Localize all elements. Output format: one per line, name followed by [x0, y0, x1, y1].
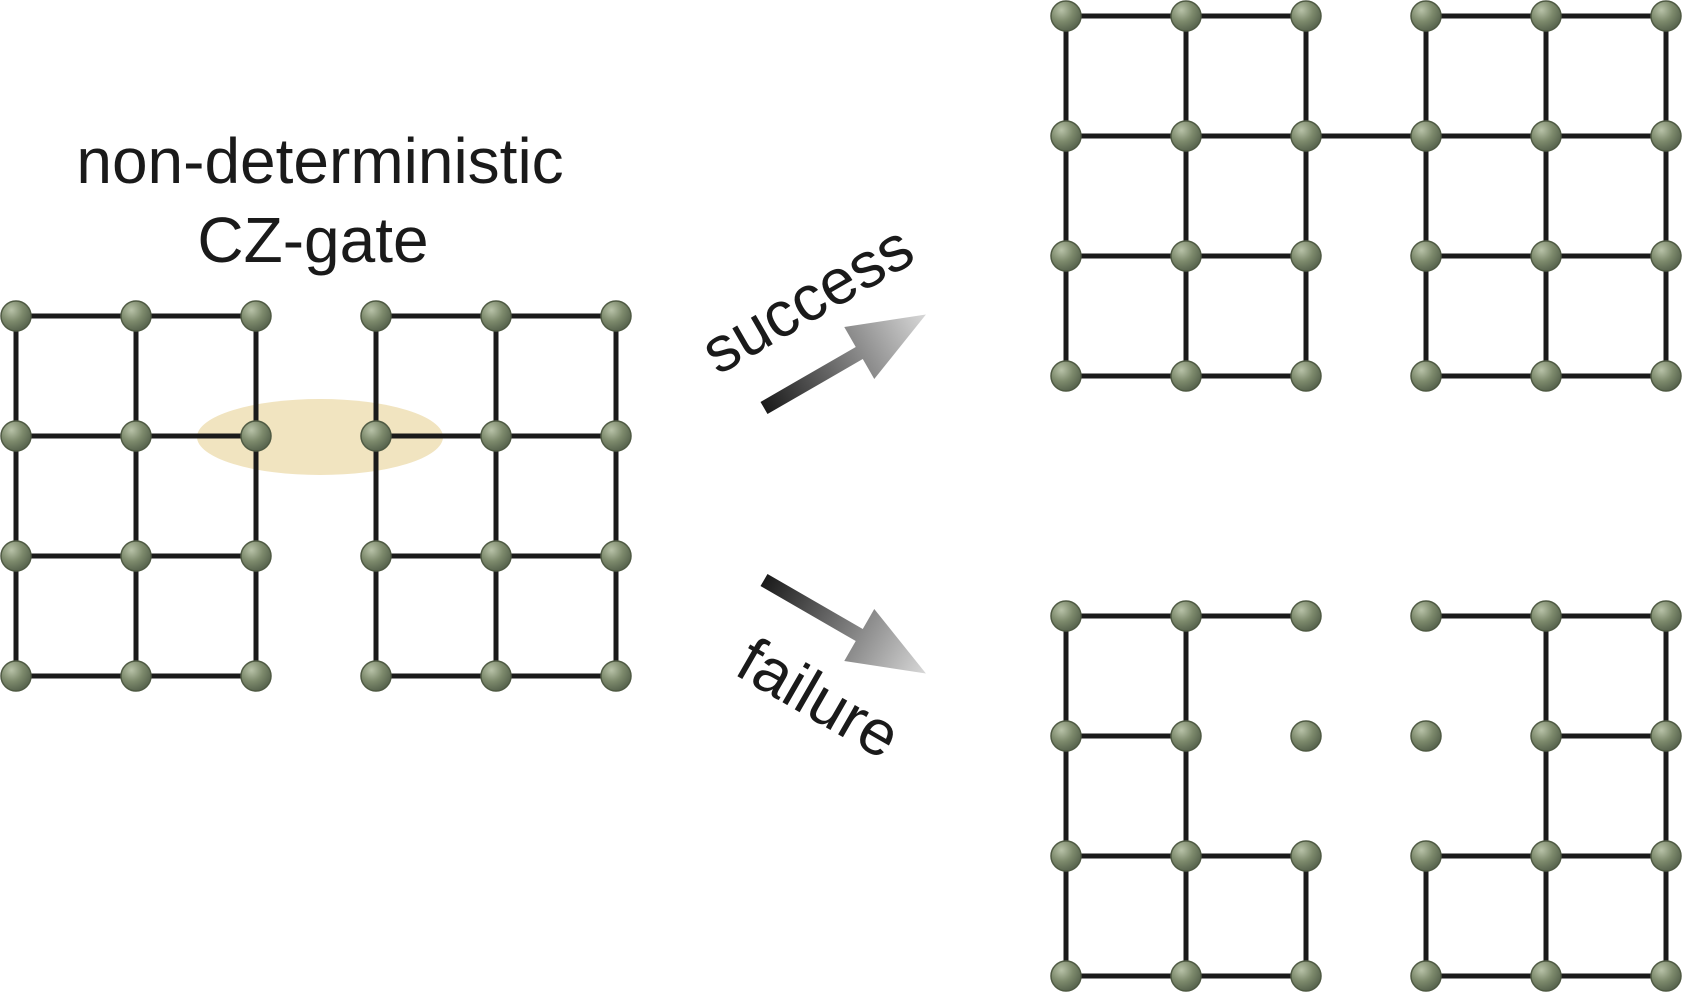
qubit-node	[1050, 240, 1082, 272]
qubit-node	[480, 660, 512, 692]
qubit-node	[1050, 600, 1082, 632]
qubit-node	[1170, 720, 1202, 752]
qubit-node	[1050, 120, 1082, 152]
qubit-node	[600, 300, 632, 332]
qubit-node	[1170, 960, 1202, 992]
qubit-node	[120, 420, 152, 452]
qubit-node	[1170, 0, 1202, 32]
qubit-node	[1410, 960, 1442, 992]
qubit-node	[1410, 0, 1442, 32]
qubit-node	[360, 660, 392, 692]
qubit-node	[1410, 240, 1442, 272]
qubit-node	[1170, 360, 1202, 392]
failure-lattices	[1050, 600, 1682, 992]
qubit-node	[1290, 840, 1322, 872]
qubit-node	[1290, 600, 1322, 632]
qubit-node	[480, 300, 512, 332]
qubit-node	[1170, 240, 1202, 272]
qubit-node	[120, 540, 152, 572]
qubit-node	[360, 420, 392, 452]
success-label: success	[689, 210, 925, 388]
qubit-node	[600, 540, 632, 572]
qubit-node	[1290, 240, 1322, 272]
qubit-node	[1530, 240, 1562, 272]
qubit-node	[1650, 120, 1682, 152]
qubit-node	[1530, 840, 1562, 872]
qubit-node	[1290, 720, 1322, 752]
qubit-node	[1050, 960, 1082, 992]
qubit-node	[480, 420, 512, 452]
qubit-node	[240, 540, 272, 572]
title-line-2: CZ-gate	[197, 204, 428, 276]
qubit-node	[240, 660, 272, 692]
qubit-node	[1290, 360, 1322, 392]
qubit-node	[1410, 600, 1442, 632]
input-lattice-right	[360, 300, 632, 692]
qubit-node	[0, 300, 32, 332]
qubit-node	[0, 660, 32, 692]
qubit-node	[1410, 120, 1442, 152]
qubit-node	[1530, 360, 1562, 392]
qubit-node	[1650, 600, 1682, 632]
qubit-node	[1170, 120, 1202, 152]
qubit-node	[1530, 0, 1562, 32]
qubit-node	[1290, 120, 1322, 152]
qubit-node	[1050, 720, 1082, 752]
qubit-node	[1530, 960, 1562, 992]
qubit-node	[120, 300, 152, 332]
qubit-node	[0, 540, 32, 572]
qubit-node	[1050, 840, 1082, 872]
qubit-node	[240, 300, 272, 332]
qubit-node	[1530, 720, 1562, 752]
qubit-node	[1410, 840, 1442, 872]
qubit-node	[1530, 600, 1562, 632]
qubit-node	[120, 660, 152, 692]
qubit-node	[1650, 720, 1682, 752]
qubit-node	[1170, 840, 1202, 872]
qubit-node	[1050, 360, 1082, 392]
qubit-node	[1170, 600, 1202, 632]
qubit-node	[1410, 720, 1442, 752]
qubit-node	[1290, 960, 1322, 992]
qubit-node	[480, 540, 512, 572]
qubit-node	[600, 420, 632, 452]
qubit-node	[600, 660, 632, 692]
input-lattice-left	[0, 300, 272, 692]
title-line-1: non-deterministic	[76, 125, 563, 197]
qubit-node	[240, 420, 272, 452]
qubit-node	[1050, 0, 1082, 32]
qubit-node	[1410, 360, 1442, 392]
qubit-node	[0, 420, 32, 452]
qubit-node	[1290, 0, 1322, 32]
qubit-node	[1650, 360, 1682, 392]
failure-arrow	[760, 573, 926, 674]
qubit-node	[1650, 960, 1682, 992]
qubit-node	[360, 300, 392, 332]
qubit-node	[1650, 0, 1682, 32]
qubit-node	[1650, 240, 1682, 272]
qubit-node	[1530, 120, 1562, 152]
qubit-node	[1650, 840, 1682, 872]
qubit-node	[360, 540, 392, 572]
success-arrow	[760, 314, 926, 415]
success-lattices	[1050, 0, 1682, 392]
